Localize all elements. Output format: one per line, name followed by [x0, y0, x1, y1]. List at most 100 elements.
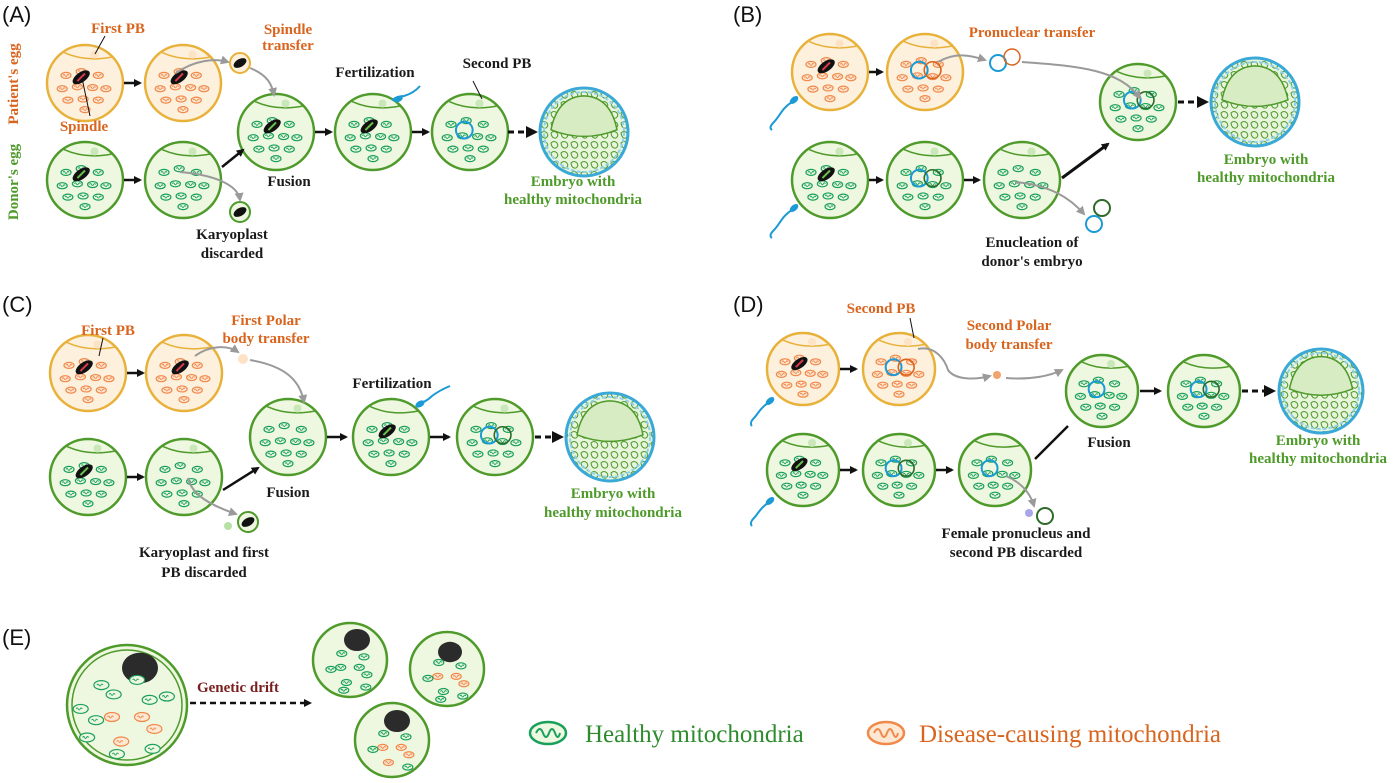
chromosome-mark [382, 426, 392, 436]
mitochondrion-cristae [390, 136, 398, 140]
mitochondrion-cristae [192, 195, 200, 199]
mitochondrion-cristae [474, 452, 482, 456]
embryo-label-line2: healthy mitochondria [1249, 451, 1387, 467]
embryo-label-line2: healthy mitochondria [544, 505, 682, 521]
mitochondrion-cristae [466, 157, 474, 161]
pronucleus-icon [1003, 48, 1021, 66]
fusion-label: Fusion [1087, 435, 1131, 451]
perivitelline-line [1000, 148, 1049, 157]
perivitelline-line [473, 405, 522, 414]
mitochondrion-cristae [192, 73, 200, 77]
disease-mitochondrion [161, 386, 173, 394]
perivitelline-line [162, 445, 211, 454]
mitochondrion-cristae [797, 483, 805, 487]
mitochondrion-cristae [489, 451, 497, 455]
mitochondrion-cristae [157, 481, 165, 485]
mitochondrion-cristae [76, 375, 84, 379]
genetic-drift-label: Genetic drift [197, 680, 279, 696]
female-pronucleus-icon [923, 168, 942, 188]
mitochondrion-cristae [969, 473, 977, 477]
disease-mitochondrion [185, 83, 197, 92]
healthy-mitochondrion [477, 145, 489, 153]
mitochondrion-cristae [792, 472, 800, 476]
mitochondrion-cristae [64, 195, 72, 199]
mitochondrion-cristae [991, 493, 999, 497]
healthy-mitochondrion [1176, 392, 1189, 400]
mitochondrion-cristae [82, 387, 90, 391]
perivitelline-line [808, 148, 857, 157]
mitochondrion-cristae [806, 472, 814, 476]
disease-mitochondrion [56, 85, 68, 93]
fused-egg-cell [236, 92, 316, 172]
healthy-mitochondrion [82, 500, 94, 508]
mitochondrion-cristae [1031, 170, 1039, 174]
mitochondrion-cristae [285, 147, 293, 151]
mitochondrion-cristae [61, 377, 69, 381]
sperm-icon [393, 95, 403, 103]
mitochondrion-cristae [382, 147, 390, 151]
mitochondrion-cristae [1117, 117, 1125, 121]
healthy-mitochondrion [265, 450, 277, 458]
mitochondrion-cristae [261, 441, 269, 445]
mitochondrion-cristae [108, 693, 116, 696]
fusion-label: Fusion [266, 485, 310, 501]
mitochondrion-cristae [137, 715, 144, 719]
healthy-mitochondrion [435, 695, 447, 703]
disease-mitochondrion [809, 381, 822, 389]
disease-mitochondrion [191, 361, 203, 369]
healthy-mitochondrion [875, 459, 887, 467]
healthy-mitochondrion [1103, 391, 1115, 399]
cell-membrane [353, 701, 431, 779]
mitochondrion-cristae [468, 441, 476, 445]
healthy-mitochondrion [1029, 193, 1041, 201]
healthy-mitochondrion [367, 155, 379, 163]
patient-egg-cell [765, 331, 841, 407]
healthy-mitochondrion [455, 662, 467, 670]
mitochondrion-cristae [179, 108, 187, 112]
polar-body-icon [189, 444, 198, 453]
healthy-mitochondrion [913, 471, 925, 479]
spindle-transfer-line2: transfer [262, 38, 314, 54]
mitochondrion-cristae [82, 491, 90, 495]
healthy-mitochondrion [1198, 412, 1210, 420]
mitochondrion-cristae [267, 452, 275, 456]
mitochondrion-cristae [929, 183, 937, 186]
disease-mitochondrion [845, 74, 857, 82]
donor-egg-cell [45, 140, 125, 220]
healthy-mitochondrion [95, 490, 107, 498]
healthy-mitochondrion [360, 683, 372, 691]
leader-line [81, 77, 91, 117]
healthy-mitochondrion [176, 489, 188, 497]
disease-mitochondrion [875, 358, 887, 366]
mitochondrion-cristae [280, 424, 288, 428]
healthy-mitochondrion [437, 687, 450, 696]
mitochondrion-cristae [340, 688, 348, 692]
mitochondrion-cristae [188, 376, 196, 379]
healthy-mitochondrion [801, 182, 813, 190]
healthy-mitochondrion [262, 132, 274, 140]
healthy-mitochondrion [472, 450, 484, 458]
healthy-mitochondrion [161, 490, 173, 498]
healthy-mitochondrion [837, 193, 849, 201]
polar-body-icon [993, 371, 1001, 379]
reconstructed-zygote-cell [1166, 353, 1242, 429]
chromosome-mark [267, 121, 277, 131]
mitochondrion-cristae [404, 765, 412, 769]
chromosome-mark [795, 359, 804, 368]
healthy-mitochondrion [158, 168, 170, 176]
mitochondrion-cristae [355, 665, 363, 669]
mitochondrion-cristae [297, 427, 305, 431]
healthy-mitochondrion [1009, 471, 1021, 479]
mitochondrion-cristae [112, 752, 119, 756]
healthy-mitochondrion [190, 193, 202, 201]
disease-mitochondrion [450, 672, 462, 681]
mitochondrion-cristae [781, 461, 789, 465]
first-pb-label: First PB [81, 323, 135, 339]
mitochondrion-cristae [440, 690, 447, 693]
healthy-mitochondrion [502, 450, 514, 458]
healthy-mitochondrion [466, 439, 478, 447]
mitochondrion-cristae [1118, 394, 1126, 398]
polar-body-icon [475, 99, 484, 108]
healthy-mitochondrion [900, 168, 912, 176]
embryo-label-line2: healthy mitochondria [1197, 170, 1335, 186]
